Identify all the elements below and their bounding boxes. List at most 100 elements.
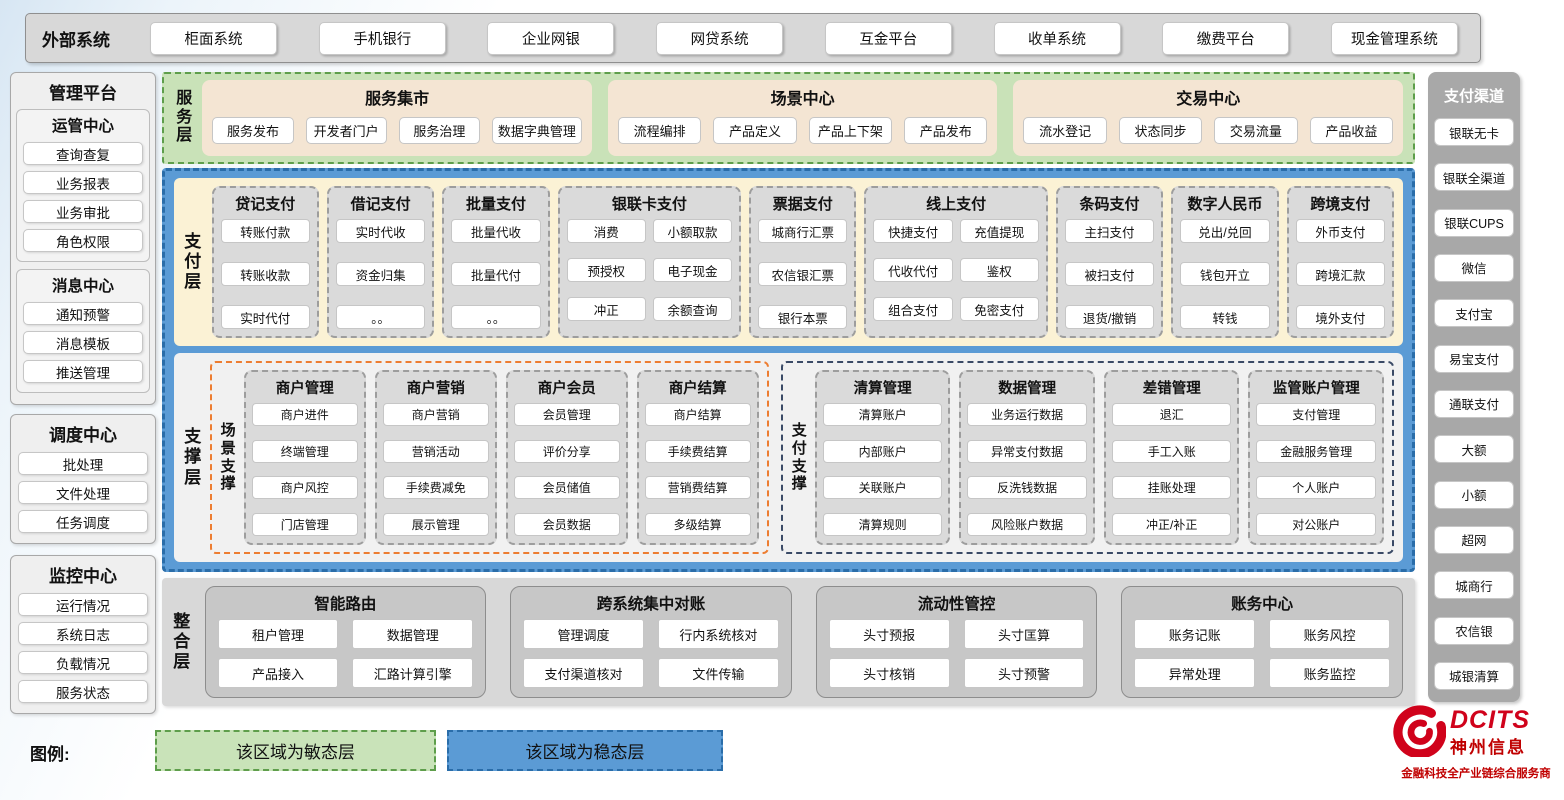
- service-item-box: 服务治理: [398, 117, 480, 144]
- payment-item-box: 资金归集: [335, 262, 426, 286]
- support-item-box: 评价分享: [513, 439, 620, 463]
- payment-group-title: 票据支付: [772, 196, 833, 213]
- integration-group-items: 租户管理数据管理产品接入汇路计算引擎: [217, 619, 474, 688]
- payment-channel-box: 农信银: [1434, 616, 1514, 645]
- legend-agile-box: 该区域为敏态层: [155, 730, 436, 771]
- support-item-box: 营销活动: [382, 439, 489, 463]
- service-group-items: 流水登记状态同步交易流量产品收益: [1023, 112, 1394, 149]
- sidebar-item-box: 运行情况: [18, 593, 148, 616]
- payment-channel-box: 超网: [1434, 525, 1514, 554]
- payment-group-items: 消费小额取款预授权电子现金冲正余额查询: [566, 219, 733, 329]
- sidebar-item-box: 系统日志: [18, 622, 148, 645]
- payment-item-box: 。。: [451, 305, 541, 329]
- service-group: 场景中心流程编排产品定义产品上下架产品发布: [607, 80, 998, 156]
- payment-item-box: 银行本票: [758, 305, 848, 329]
- logo-brand: DCITS: [1450, 705, 1530, 734]
- sidebar-item-box: 业务审批: [23, 200, 143, 223]
- payment-item-box: 电子现金: [652, 258, 733, 282]
- integration-group-items: 账务记账账务风控异常处理账务监控: [1134, 619, 1390, 688]
- payment-group-title: 银联卡支付: [611, 196, 687, 213]
- support-section-groups: 商户管理商户进件终端管理商户风控门店管理商户营销商户营销营销活动手续费减免展示管…: [243, 370, 759, 545]
- payment-group-items: 转账付款转账收款实时代付: [220, 219, 310, 329]
- payment-group-title: 线上支付: [926, 196, 987, 213]
- service-layer-label: 服务层: [176, 89, 193, 145]
- support-group: 商户营销商户营销营销活动手续费减免展示管理: [374, 370, 497, 545]
- integration-group: 账务中心账务记账账务风控异常处理账务监控: [1121, 586, 1403, 698]
- service-item-box: 流程编排: [617, 117, 702, 144]
- external-system-box: 企业网银: [487, 21, 615, 55]
- payment-group-items: 城商行汇票农信银汇票银行本票: [758, 219, 848, 329]
- payment-channel-box: 城商行: [1434, 571, 1514, 600]
- payment-item-box: 批量代付: [451, 262, 541, 286]
- support-layer: 支撑层 场景支撑商户管理商户进件终端管理商户风控门店管理商户营销商户营销营销活动…: [174, 353, 1403, 562]
- sidebar-group: 消息中心通知预警消息模板推送管理: [16, 269, 150, 393]
- service-group: 服务集市服务发布开发者门户服务治理数据字典管理: [202, 80, 592, 156]
- payment-channel-box: 微信: [1434, 253, 1514, 282]
- support-item-box: 内部账户: [822, 439, 943, 463]
- support-item-box: 个人账户: [1256, 476, 1377, 500]
- sidebar-item-box: 通知预警: [23, 302, 143, 325]
- support-section-groups: 清算管理清算账户内部账户关联账户清算规则数据管理业务运行数据异常支付数据反洗钱数…: [814, 370, 1385, 545]
- payment-group: 贷记支付转账付款转账收款实时代付: [211, 186, 319, 338]
- payment-channel-box: 通联支付: [1434, 389, 1514, 418]
- support-item-box: 冲正/补正: [1111, 512, 1232, 536]
- service-item-box: 数据字典管理: [491, 117, 582, 144]
- payment-group-items: 实时代收资金归集。。: [335, 219, 426, 329]
- dispatch-center-box: 调度中心批处理文件处理任务调度: [10, 414, 156, 544]
- support-group-title: 清算管理: [853, 381, 912, 397]
- integration-group-title: 智能路由: [314, 596, 377, 613]
- payment-item-box: 主扫支付: [1064, 219, 1155, 243]
- support-item-box: 对公账户: [1256, 512, 1377, 536]
- support-item-box: 多级结算: [644, 512, 751, 536]
- payment-channel-box: 小额: [1434, 480, 1514, 509]
- payment-group: 票据支付城商行汇票农信银汇票银行本票: [749, 186, 857, 338]
- payment-item-box: 退货/撤销: [1064, 305, 1155, 329]
- support-group: 差错管理退汇手工入账挂账处理冲正/补正: [1103, 370, 1240, 545]
- dcits-logo: DCITS 神州信息 金融科技全产业链综合服务商: [1392, 703, 1560, 781]
- support-group: 商户结算商户结算手续费结算营销费结算多级结算: [636, 370, 759, 545]
- payment-group-title: 跨境支付: [1310, 196, 1371, 213]
- integration-item-box: 账务监控: [1269, 658, 1390, 688]
- service-item-box: 开发者门户: [305, 117, 387, 144]
- external-systems-list: 柜面系统手机银行企业网银网贷系统互金平台收单系统缴费平台现金管理系统: [120, 21, 1480, 55]
- service-item-box: 交易流量: [1214, 117, 1298, 144]
- integration-item-box: 管理调度: [523, 619, 644, 649]
- external-system-box: 收单系统: [993, 21, 1121, 55]
- support-group: 清算管理清算账户内部账户关联账户清算规则: [814, 370, 951, 545]
- support-item-box: 商户营销: [382, 403, 489, 426]
- external-systems-label: 外部系统: [42, 30, 110, 50]
- sidebar-item-box: 任务调度: [18, 510, 148, 533]
- support-item-box: 退汇: [1111, 403, 1232, 426]
- service-layer: 服务层 服务集市服务发布开发者门户服务治理数据字典管理场景中心流程编排产品定义产…: [162, 72, 1415, 164]
- external-system-box: 互金平台: [824, 21, 952, 55]
- integration-item-box: 行内系统核对: [657, 619, 779, 649]
- payment-group-title: 条码支付: [1079, 196, 1140, 213]
- payment-item-box: 冲正: [566, 297, 646, 321]
- payment-channel-box: 大额: [1434, 435, 1514, 464]
- integration-group-items: 头寸预报头寸匡算头寸核销头寸预警: [828, 619, 1085, 688]
- payment-group: 银联卡支付消费小额取款预授权电子现金冲正余额查询: [557, 186, 742, 338]
- legend-label: 图例:: [30, 745, 70, 764]
- support-group-title: 监管账户管理: [1272, 381, 1360, 397]
- payment-item-box: 小额取款: [652, 219, 733, 243]
- support-item-box: 风险账户数据: [967, 512, 1087, 536]
- logo-tagline: 金融科技全产业链综合服务商: [1401, 768, 1551, 780]
- support-item-box: 清算账户: [822, 403, 943, 426]
- payment-layer-label: 支付层: [184, 231, 202, 292]
- payment-group-items: 主扫支付被扫支付退货/撤销: [1064, 219, 1155, 329]
- logo-name: 神州信息: [1450, 738, 1526, 758]
- integration-item-box: 头寸匡算: [963, 619, 1085, 649]
- support-item-box: 门店管理: [251, 512, 358, 536]
- integration-group-title: 跨系统集中对账: [596, 596, 706, 613]
- sidebar-item-box: 消息模板: [23, 331, 143, 354]
- payment-channel-box: 银联无卡: [1434, 118, 1514, 146]
- support-group-items: 商户进件终端管理商户风控门店管理: [251, 403, 358, 536]
- payment-group: 条码支付主扫支付被扫支付退货/撤销: [1055, 186, 1164, 338]
- support-group: 数据管理业务运行数据异常支付数据反洗钱数据风险账户数据: [959, 370, 1095, 545]
- payment-item-box: 充值提现: [959, 219, 1039, 243]
- support-item-box: 手续费结算: [644, 439, 751, 463]
- service-group-title: 交易中心: [1176, 91, 1241, 108]
- integration-group: 流动性管控头寸预报头寸匡算头寸核销头寸预警: [815, 586, 1098, 698]
- payment-item-box: 境外支付: [1295, 305, 1386, 329]
